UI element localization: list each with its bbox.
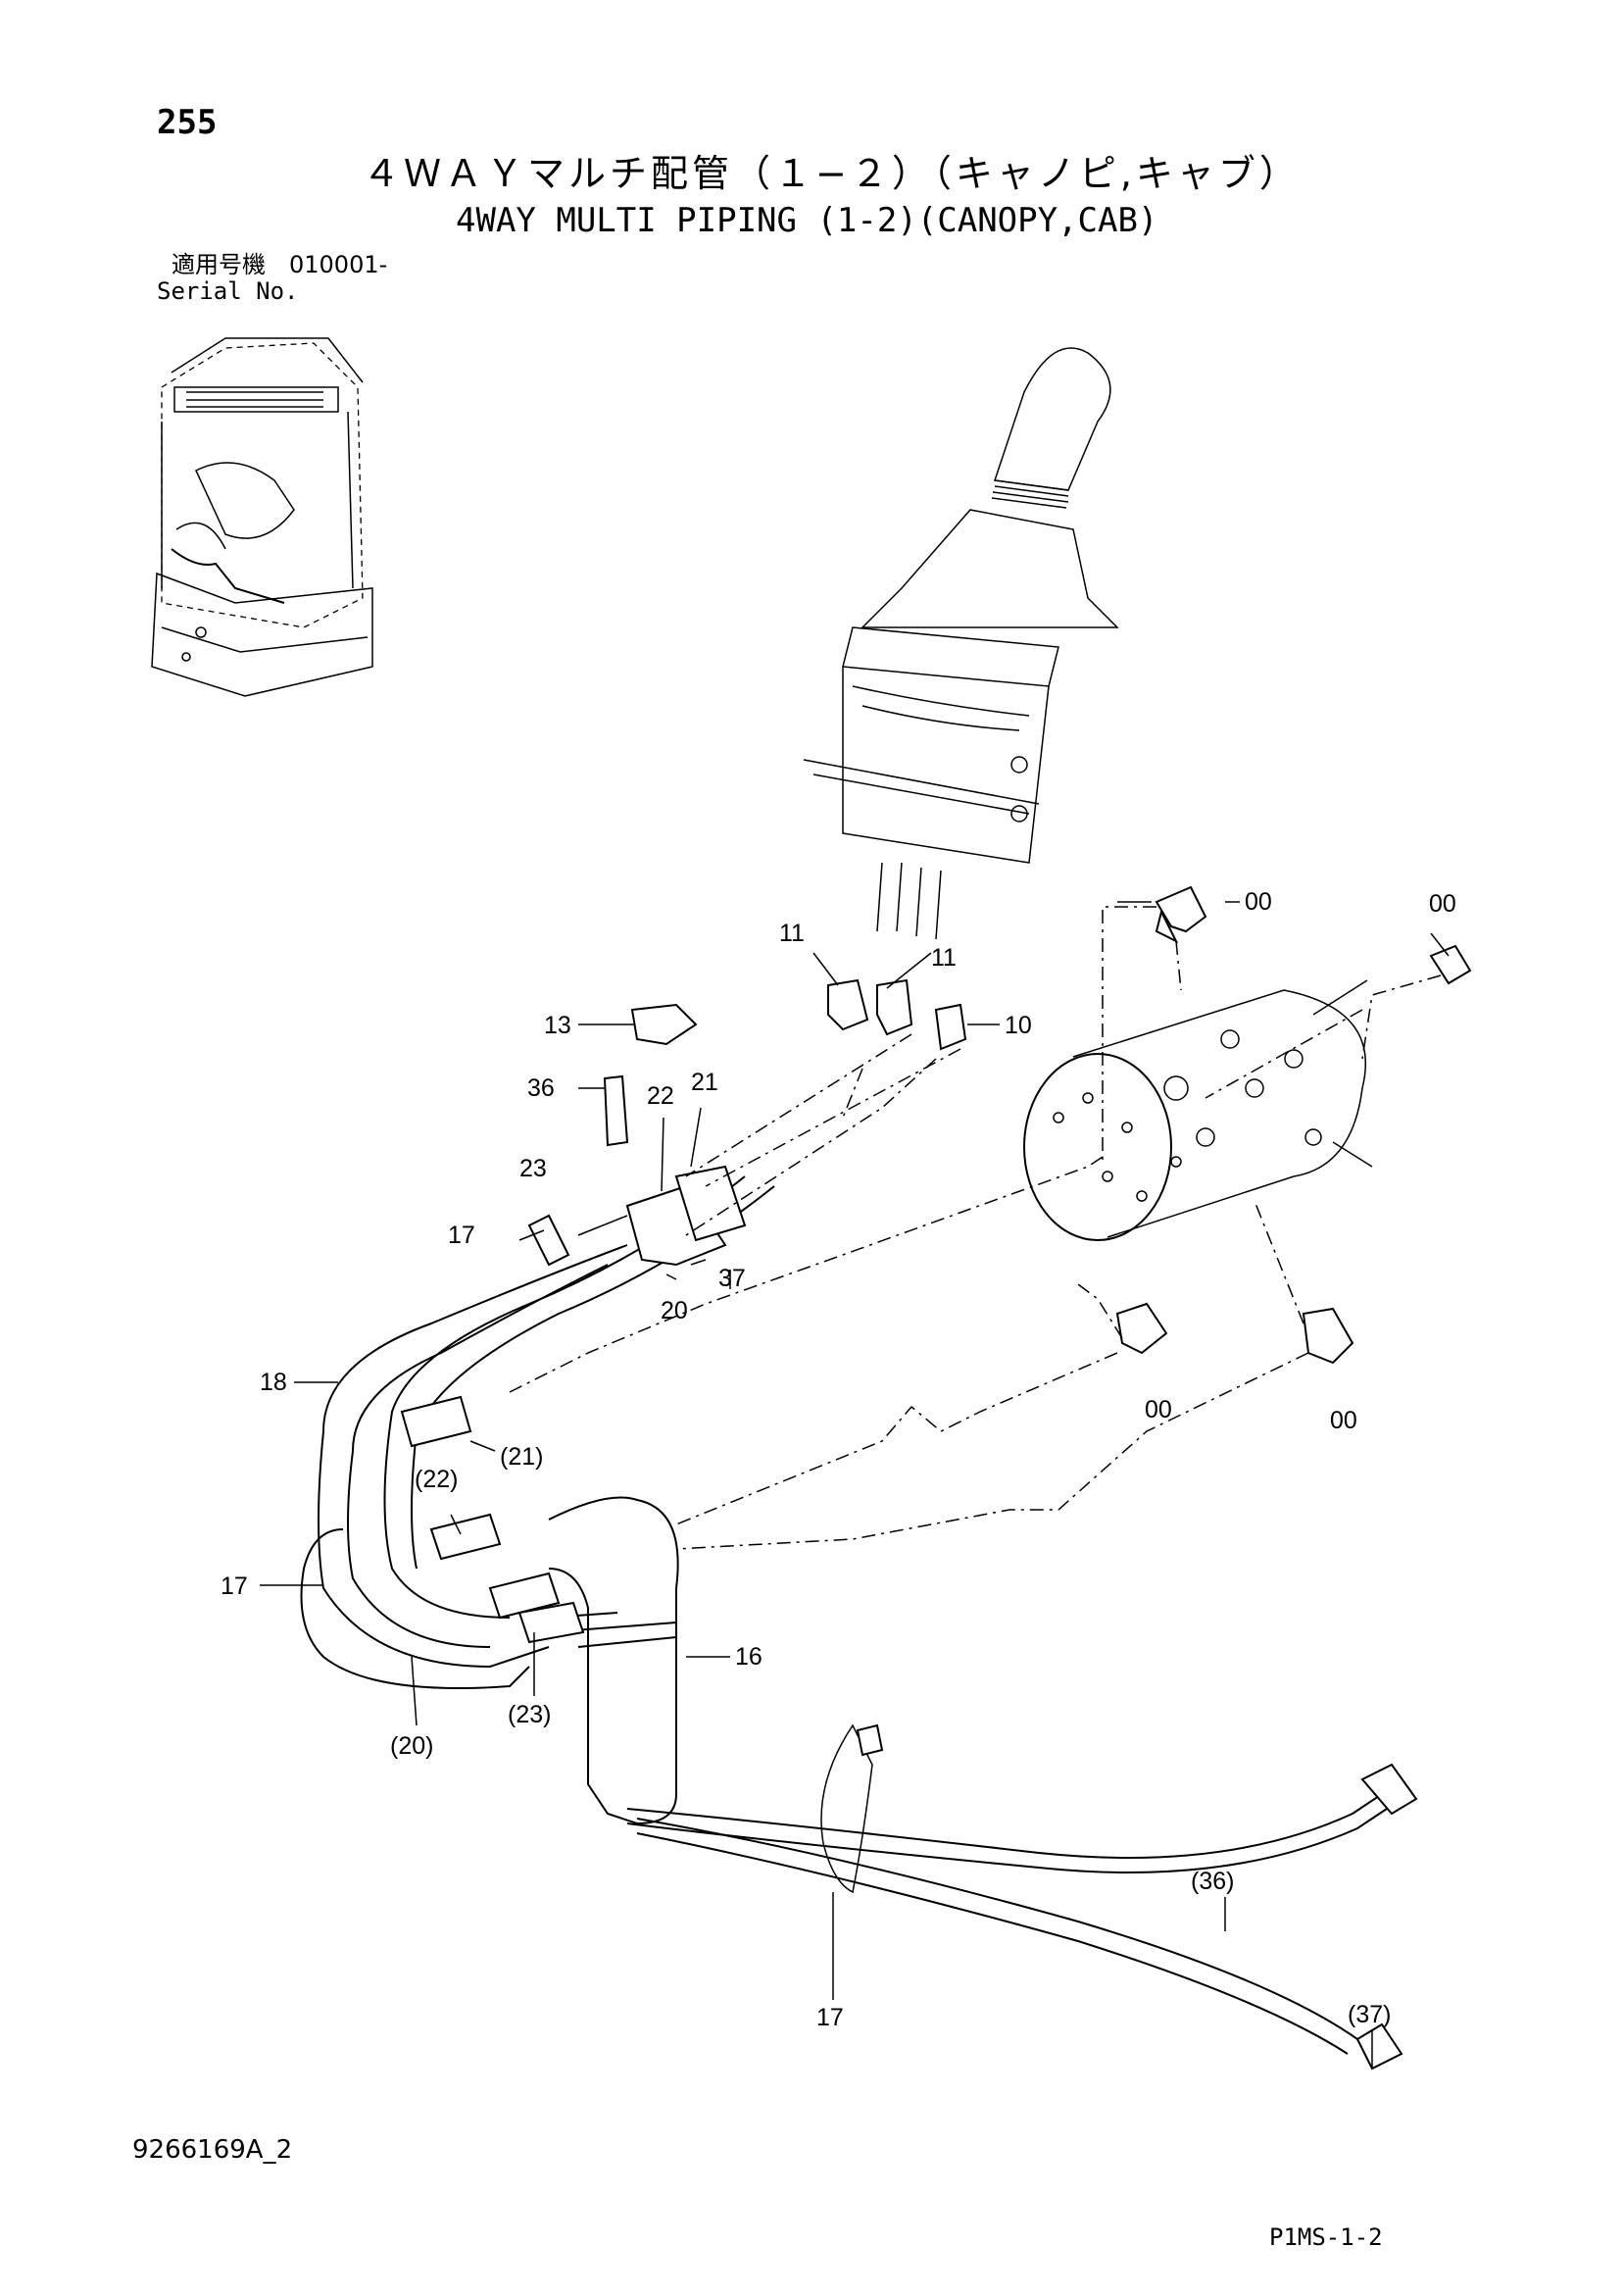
callout-20-ref: (20) [390, 1732, 433, 1760]
page-code: P1MS-1-2 [1269, 2223, 1383, 2251]
long-hoses [626, 1723, 1418, 2071]
callout-36: 36 [527, 1074, 555, 1102]
callout-18: 18 [260, 1369, 287, 1396]
callout-00-lower-right: 00 [1330, 1407, 1357, 1434]
hose-bundle [300, 1165, 775, 1689]
callout-11-right: 11 [931, 944, 957, 972]
callout-00-right: 00 [1429, 890, 1456, 918]
callout-36-ref: (36) [1191, 1868, 1234, 1895]
callout-10: 10 [1005, 1012, 1032, 1039]
elbow-fittings [1115, 885, 1472, 1365]
serial-label-japanese: 適用号機 010001- [172, 251, 388, 278]
callout-37-ref: (37) [1348, 2001, 1391, 2028]
callout-21: 21 [691, 1069, 718, 1096]
title-english: 4WAY MULTI PIPING (1-2)(CANOPY,CAB) [456, 201, 1158, 240]
callout-21-ref: (21) [500, 1443, 543, 1471]
callout-11-left: 11 [779, 920, 805, 947]
rotary-valve [1023, 979, 1373, 1241]
protective-sleeve [548, 1496, 679, 1825]
callout-16: 16 [735, 1643, 762, 1671]
joystick-lever [803, 347, 1119, 940]
small-fittings [603, 978, 967, 1147]
callout-00-top: 00 [1245, 888, 1272, 916]
callout-13: 13 [544, 1012, 571, 1039]
callout-22-ref: (22) [415, 1466, 458, 1493]
callout-20: 20 [661, 1297, 688, 1324]
serial-label-english: Serial No. [157, 277, 299, 305]
callout-17-upper: 17 [448, 1222, 475, 1249]
title-japanese: ４ＷＡＹマルチ配管（１−２）（キャノピ,キャブ） [363, 152, 1301, 195]
callout-17-lower: 17 [816, 2004, 844, 2031]
drawing-number: 9266169A_2 [132, 2135, 293, 2165]
cab-location-inset [151, 337, 373, 697]
callout-37: 37 [718, 1265, 746, 1292]
callout-00-lower-left: 00 [1145, 1396, 1172, 1423]
callout-22: 22 [647, 1082, 674, 1110]
page-number: 255 [157, 103, 218, 142]
callout-17-middle: 17 [221, 1572, 248, 1600]
callout-labels: 00 00 00 00 11 11 10 13 36 22 21 23 17 3… [221, 888, 1456, 2031]
callout-23-ref: (23) [508, 1701, 551, 1728]
callout-23: 23 [519, 1155, 547, 1182]
leader-lines [260, 901, 1450, 2069]
